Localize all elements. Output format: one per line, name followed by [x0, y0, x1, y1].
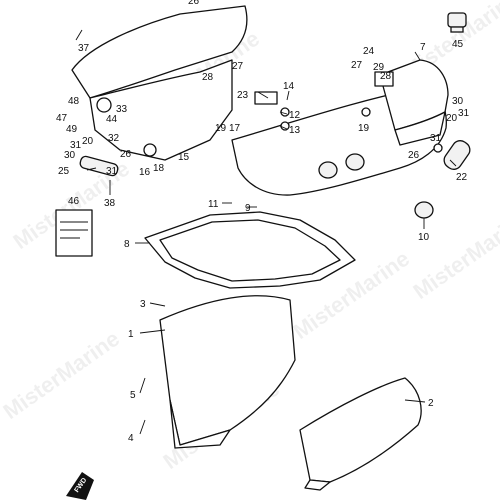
callout-47: 47	[56, 113, 68, 124]
small-parts	[96, 71, 443, 157]
callout-28: 28	[380, 71, 392, 82]
callout-2: 2	[428, 398, 434, 409]
callout-3: 3	[140, 299, 146, 310]
leader-lines	[75, 29, 457, 435]
callout-9: 9	[245, 203, 251, 214]
callout-33: 33	[116, 104, 128, 115]
side-cover-right	[379, 59, 449, 146]
callout-32: 32	[108, 133, 120, 144]
callout-7: 7	[420, 42, 426, 53]
callout-1: 1	[128, 329, 134, 340]
label-46	[55, 209, 93, 257]
watermark: MisterMarine	[409, 206, 500, 304]
callout-16: 16	[139, 167, 151, 178]
callout-24: 24	[363, 46, 375, 57]
callout-26: 26	[408, 150, 420, 161]
seal-8	[144, 211, 356, 289]
callouts: 1 2 3 4 5 7 8 9 10 11 12 13 14 15 16 17 …	[56, 0, 470, 444]
callout-27: 27	[351, 60, 363, 71]
callout-25: 25	[58, 166, 70, 177]
callout-31: 31	[106, 166, 118, 177]
callout-30: 30	[64, 150, 76, 161]
callout-14: 14	[283, 81, 295, 92]
callout-17: 17	[229, 123, 241, 134]
callout-26: 26	[188, 0, 200, 7]
callout-28: 28	[202, 72, 214, 83]
callout-20: 20	[446, 113, 458, 124]
callout-31: 31	[70, 140, 82, 151]
callout-44: 44	[106, 114, 118, 125]
grommet-10	[414, 201, 434, 219]
callout-12: 12	[289, 110, 301, 121]
callout-20: 20	[82, 136, 94, 147]
upper-rear-cover	[71, 5, 447, 196]
callout-19: 19	[215, 123, 227, 134]
callout-18: 18	[153, 163, 165, 174]
callout-10: 10	[418, 232, 430, 243]
callout-5: 5	[130, 390, 136, 401]
callout-15: 15	[178, 152, 190, 163]
callout-8: 8	[124, 239, 130, 250]
callout-27: 27	[232, 61, 244, 72]
callout-49: 49	[66, 124, 78, 135]
callout-29: 29	[373, 62, 385, 73]
gasket-22	[443, 140, 471, 170]
plug-45	[447, 12, 467, 33]
callout-37: 37	[78, 43, 90, 54]
bracket-25	[79, 155, 119, 177]
callout-11: 11	[208, 199, 219, 210]
callout-48: 48	[68, 96, 80, 107]
callout-46: 46	[68, 196, 80, 207]
callout-31: 31	[430, 133, 442, 144]
watermark: MisterMarine	[0, 326, 124, 424]
callout-4: 4	[128, 433, 134, 444]
callout-19: 19	[358, 123, 370, 134]
callout-26: 26	[120, 149, 132, 160]
fwd-arrow: FWD	[66, 472, 94, 500]
callout-30: 30	[452, 96, 464, 107]
callout-38: 38	[104, 198, 116, 209]
lower-cover-right	[299, 377, 422, 491]
callout-31: 31	[458, 108, 470, 119]
lower-cover-left	[159, 295, 296, 449]
callout-45: 45	[452, 39, 464, 50]
callout-13: 13	[289, 125, 301, 136]
callout-22: 22	[456, 172, 468, 183]
callout-23: 23	[237, 90, 249, 101]
